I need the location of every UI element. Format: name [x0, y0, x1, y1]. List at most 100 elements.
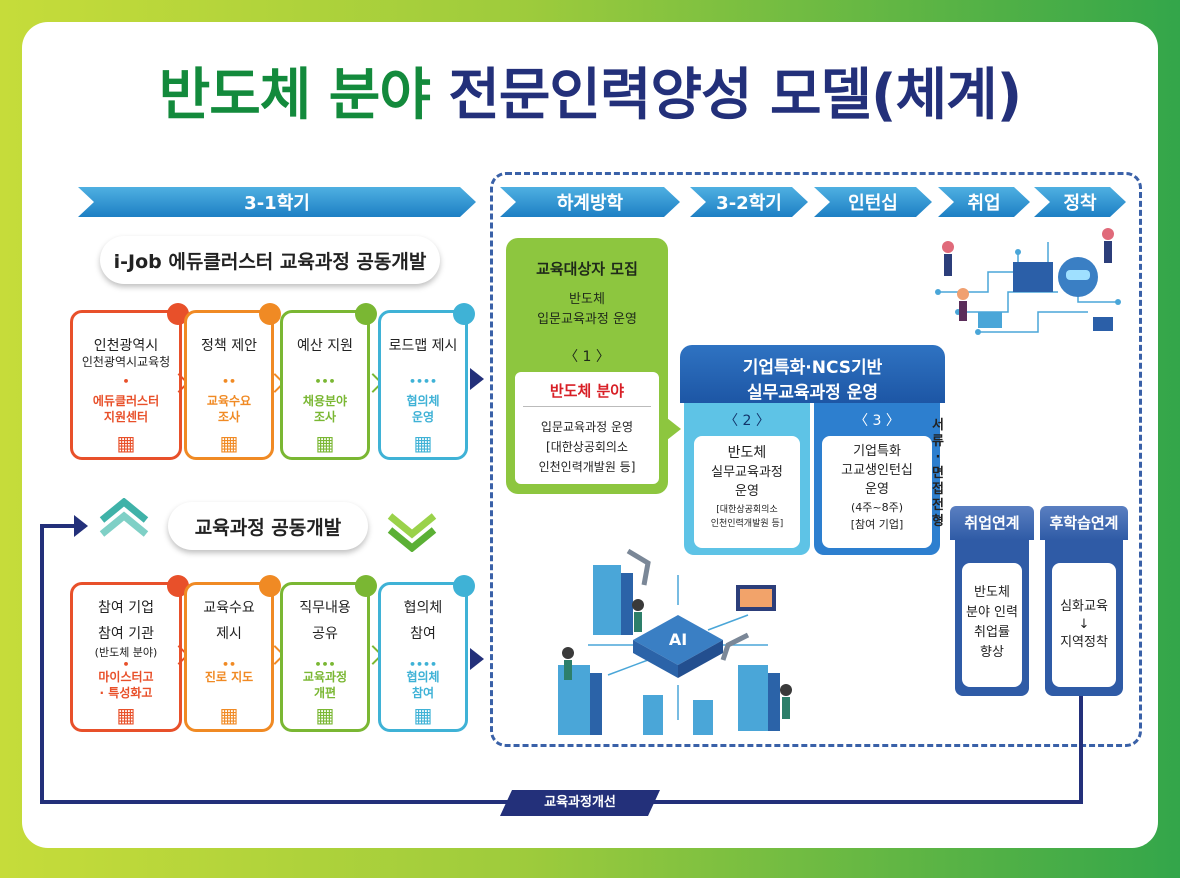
card-dot: [167, 303, 189, 325]
practical-number: 〈 2 〉: [724, 413, 770, 429]
meeting-icon: ▦: [413, 431, 433, 455]
internship-line1: 기업특화: [853, 444, 901, 459]
people-icon: ▦: [315, 431, 335, 455]
recruit-title: 교육대상자 모집: [536, 260, 638, 278]
header-semester-3-2: 3-2학기: [690, 187, 808, 217]
card-title-3: (반도체 분야): [94, 646, 158, 659]
card-title-2: 인천광역시교육청: [81, 355, 171, 369]
ai-city-illustration: AI: [558, 548, 792, 735]
intro-line2: [대한상공회의소: [546, 440, 628, 454]
internship-line5: [참여 기업]: [850, 518, 904, 531]
header-summer: 하계방학: [500, 187, 680, 217]
card-sep: ••••: [408, 375, 438, 388]
job-link-card: 반도체 분야 인력 취업률 향상: [962, 563, 1022, 687]
job-line3: 취업률: [974, 625, 1010, 640]
ai-chip-label: AI: [669, 630, 687, 649]
card-dot: [259, 303, 281, 325]
row1-arrow-icon: [470, 368, 484, 390]
building-icon: ▦: [116, 431, 136, 455]
chevron-down-icon: [387, 513, 437, 552]
card-sub-2: 운영: [411, 410, 435, 424]
pill-curriculum-heading: 교육과정 공동개발: [162, 496, 374, 556]
card-sep: ••: [221, 375, 237, 388]
card-title: 인천광역시: [93, 338, 159, 354]
card-sub-2: 조사: [313, 410, 337, 424]
intro-line1: 입문교육과정 운영: [540, 420, 634, 434]
card-sep: •: [122, 375, 130, 388]
card-dot: [355, 575, 377, 597]
robot-circuit-illustration: [935, 228, 1121, 335]
card-title: 협의체: [403, 600, 443, 616]
loop-line-down: [1079, 696, 1083, 802]
header-semester-3-1: 3-1학기: [78, 187, 476, 217]
card-sub: 협의체: [406, 670, 440, 684]
internship-line2: 고교생인턴십: [841, 463, 913, 478]
job-line1: 반도체: [974, 585, 1010, 600]
recruit-number: 〈 1 〉: [564, 349, 610, 365]
card-sub: 에듀클러스터: [92, 394, 160, 408]
card-sep: •••: [314, 658, 336, 671]
practical-line1: 반도체: [727, 445, 767, 461]
practical-card: 반도체 실무교육과정 운영 [대한상공회의소 인천인력개발원 등]: [694, 436, 800, 548]
study-line1: 심화교육: [1060, 599, 1108, 614]
internship-line3: 운영: [865, 482, 889, 497]
handshake-icon: ▦: [315, 703, 335, 727]
card-sub: 협의체: [406, 394, 440, 408]
recruit-sub1: 반도체: [569, 292, 605, 307]
card-sub-2: · 특성화고: [99, 686, 153, 700]
loop-line-in: [40, 524, 76, 528]
card-title: 직무내용: [299, 600, 351, 616]
practical-line3: 운영: [735, 484, 759, 499]
chevron-up-icon: [99, 498, 149, 537]
document-search-icon: ▦: [219, 431, 239, 455]
card-title: 교육수요: [203, 600, 255, 616]
card-title-2: 참여: [410, 626, 436, 642]
card-sub: 교육과정: [302, 670, 348, 684]
loop-arrow-icon: [74, 515, 88, 537]
intro-line3: 인천인력개발원 등]: [538, 460, 636, 474]
card-dot: [453, 303, 475, 325]
job-line2: 분야 인력: [966, 605, 1018, 620]
card-sep: ••••: [408, 658, 438, 671]
intro-field: 반도체 분야: [549, 382, 625, 400]
job-link-tab: 취업연계: [950, 506, 1034, 540]
school-icon: ▦: [116, 703, 136, 727]
internship-line4: (4주~8주): [850, 501, 904, 514]
card-sub: 진로 지도: [204, 670, 254, 684]
process-region: [490, 172, 1142, 747]
card-sub-2: 지원센터: [103, 410, 149, 424]
counsel-icon: ▦: [219, 703, 239, 727]
card-dot: [259, 575, 281, 597]
study-link-tab: 후학습연계: [1040, 506, 1128, 540]
pill-ijob-heading: i-Job 에듀클러스터 교육과정 공동개발: [94, 230, 446, 290]
card-sub-2: 참여: [411, 686, 435, 700]
study-link-card: 심화교육 ↓ 지역정착: [1052, 563, 1116, 687]
card-dot: [355, 303, 377, 325]
page-title: 반도체 분야 전문인력양성 모델(체계): [158, 63, 1022, 128]
practical-header-line1: 기업특화·NCS기반: [742, 358, 883, 378]
card-dot: [453, 575, 475, 597]
card-sep: ••: [221, 658, 237, 671]
card-title: 정책 제안: [201, 338, 257, 354]
row2-arrow-icon: [470, 648, 484, 670]
header-settlement: 정착: [1034, 187, 1126, 217]
loop-line-up: [40, 524, 44, 804]
green-pointer-icon: [667, 418, 681, 440]
study-line2: ↓: [1078, 617, 1090, 632]
practical-line4: [대한상공회의소: [716, 505, 778, 515]
card-title: 예산 지원: [297, 338, 353, 354]
card-title: 로드맵 제시: [388, 338, 458, 354]
recruit-sub2: 입문교육과정 운영: [537, 312, 637, 327]
card-title: 참여 기업: [98, 600, 154, 616]
card-sub-2: 개편: [313, 686, 337, 700]
card-title-2: 공유: [312, 626, 338, 642]
intro-course-card: 반도체 분야 입문교육과정 운영 [대한상공회의소 인천인력개발원 등]: [513, 370, 661, 486]
card-sub: 교육수요: [206, 394, 252, 408]
practical-line5: 인천인력개발원 등]: [710, 519, 784, 529]
card-title-2: 제시: [216, 626, 242, 642]
practical-header-line2: 실무교육과정 운영: [746, 383, 879, 403]
